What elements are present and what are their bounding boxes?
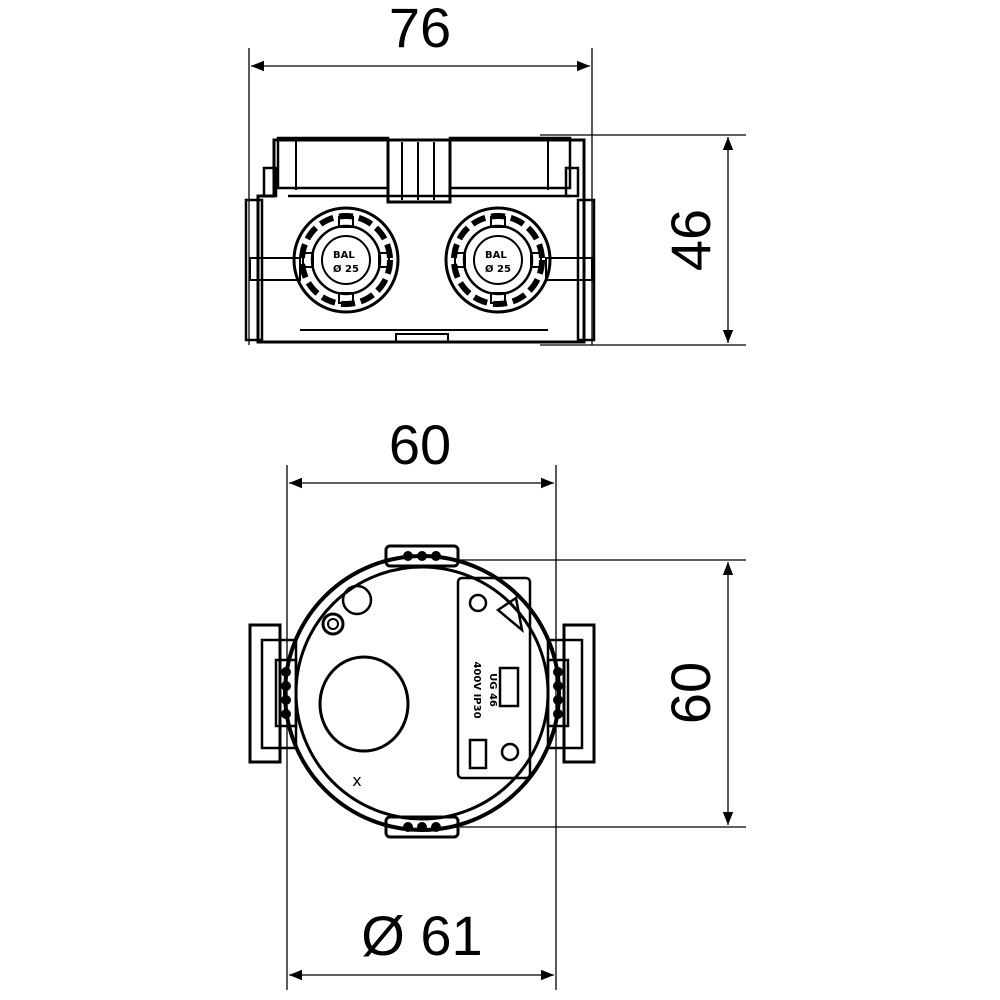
port-right-label-2: Ø 25	[485, 263, 511, 275]
right-tab	[576, 198, 596, 342]
knockout-port-right	[444, 206, 552, 314]
right-mounting-claw	[546, 623, 596, 764]
knockout-port-left	[292, 206, 400, 314]
label-panel	[456, 576, 532, 780]
panel-model-label: UG 46	[487, 673, 498, 707]
dimension-label-76: 76	[389, 0, 451, 59]
dimension-label-46: 46	[659, 209, 722, 271]
port-left-label-1: BAL	[333, 250, 355, 261]
screw-boss	[321, 612, 345, 636]
center-clip	[386, 138, 452, 204]
box-rim-inner	[294, 565, 550, 821]
panel-rating-label: 400V IP30	[471, 661, 482, 718]
port-right-label-1: BAL	[485, 250, 507, 261]
left-mounting-claw	[248, 623, 298, 764]
small-hole	[341, 584, 373, 616]
bottom-clip	[384, 815, 460, 839]
plan-view	[248, 465, 746, 990]
dimension-label-60-horizontal: 60	[389, 413, 451, 476]
dimension-label-diameter: Ø 61	[361, 904, 482, 967]
top-rim-left	[276, 136, 390, 190]
left-tab	[244, 198, 264, 342]
center-mark: x	[352, 771, 361, 790]
dimension-label-60-vertical: 60	[659, 662, 722, 724]
side-view	[244, 48, 746, 346]
center-knockout	[318, 655, 410, 753]
top-rim-right	[448, 136, 572, 190]
port-left-label-2: Ø 25	[333, 263, 359, 275]
top-clip	[384, 544, 460, 568]
box-body-outline	[256, 138, 586, 344]
